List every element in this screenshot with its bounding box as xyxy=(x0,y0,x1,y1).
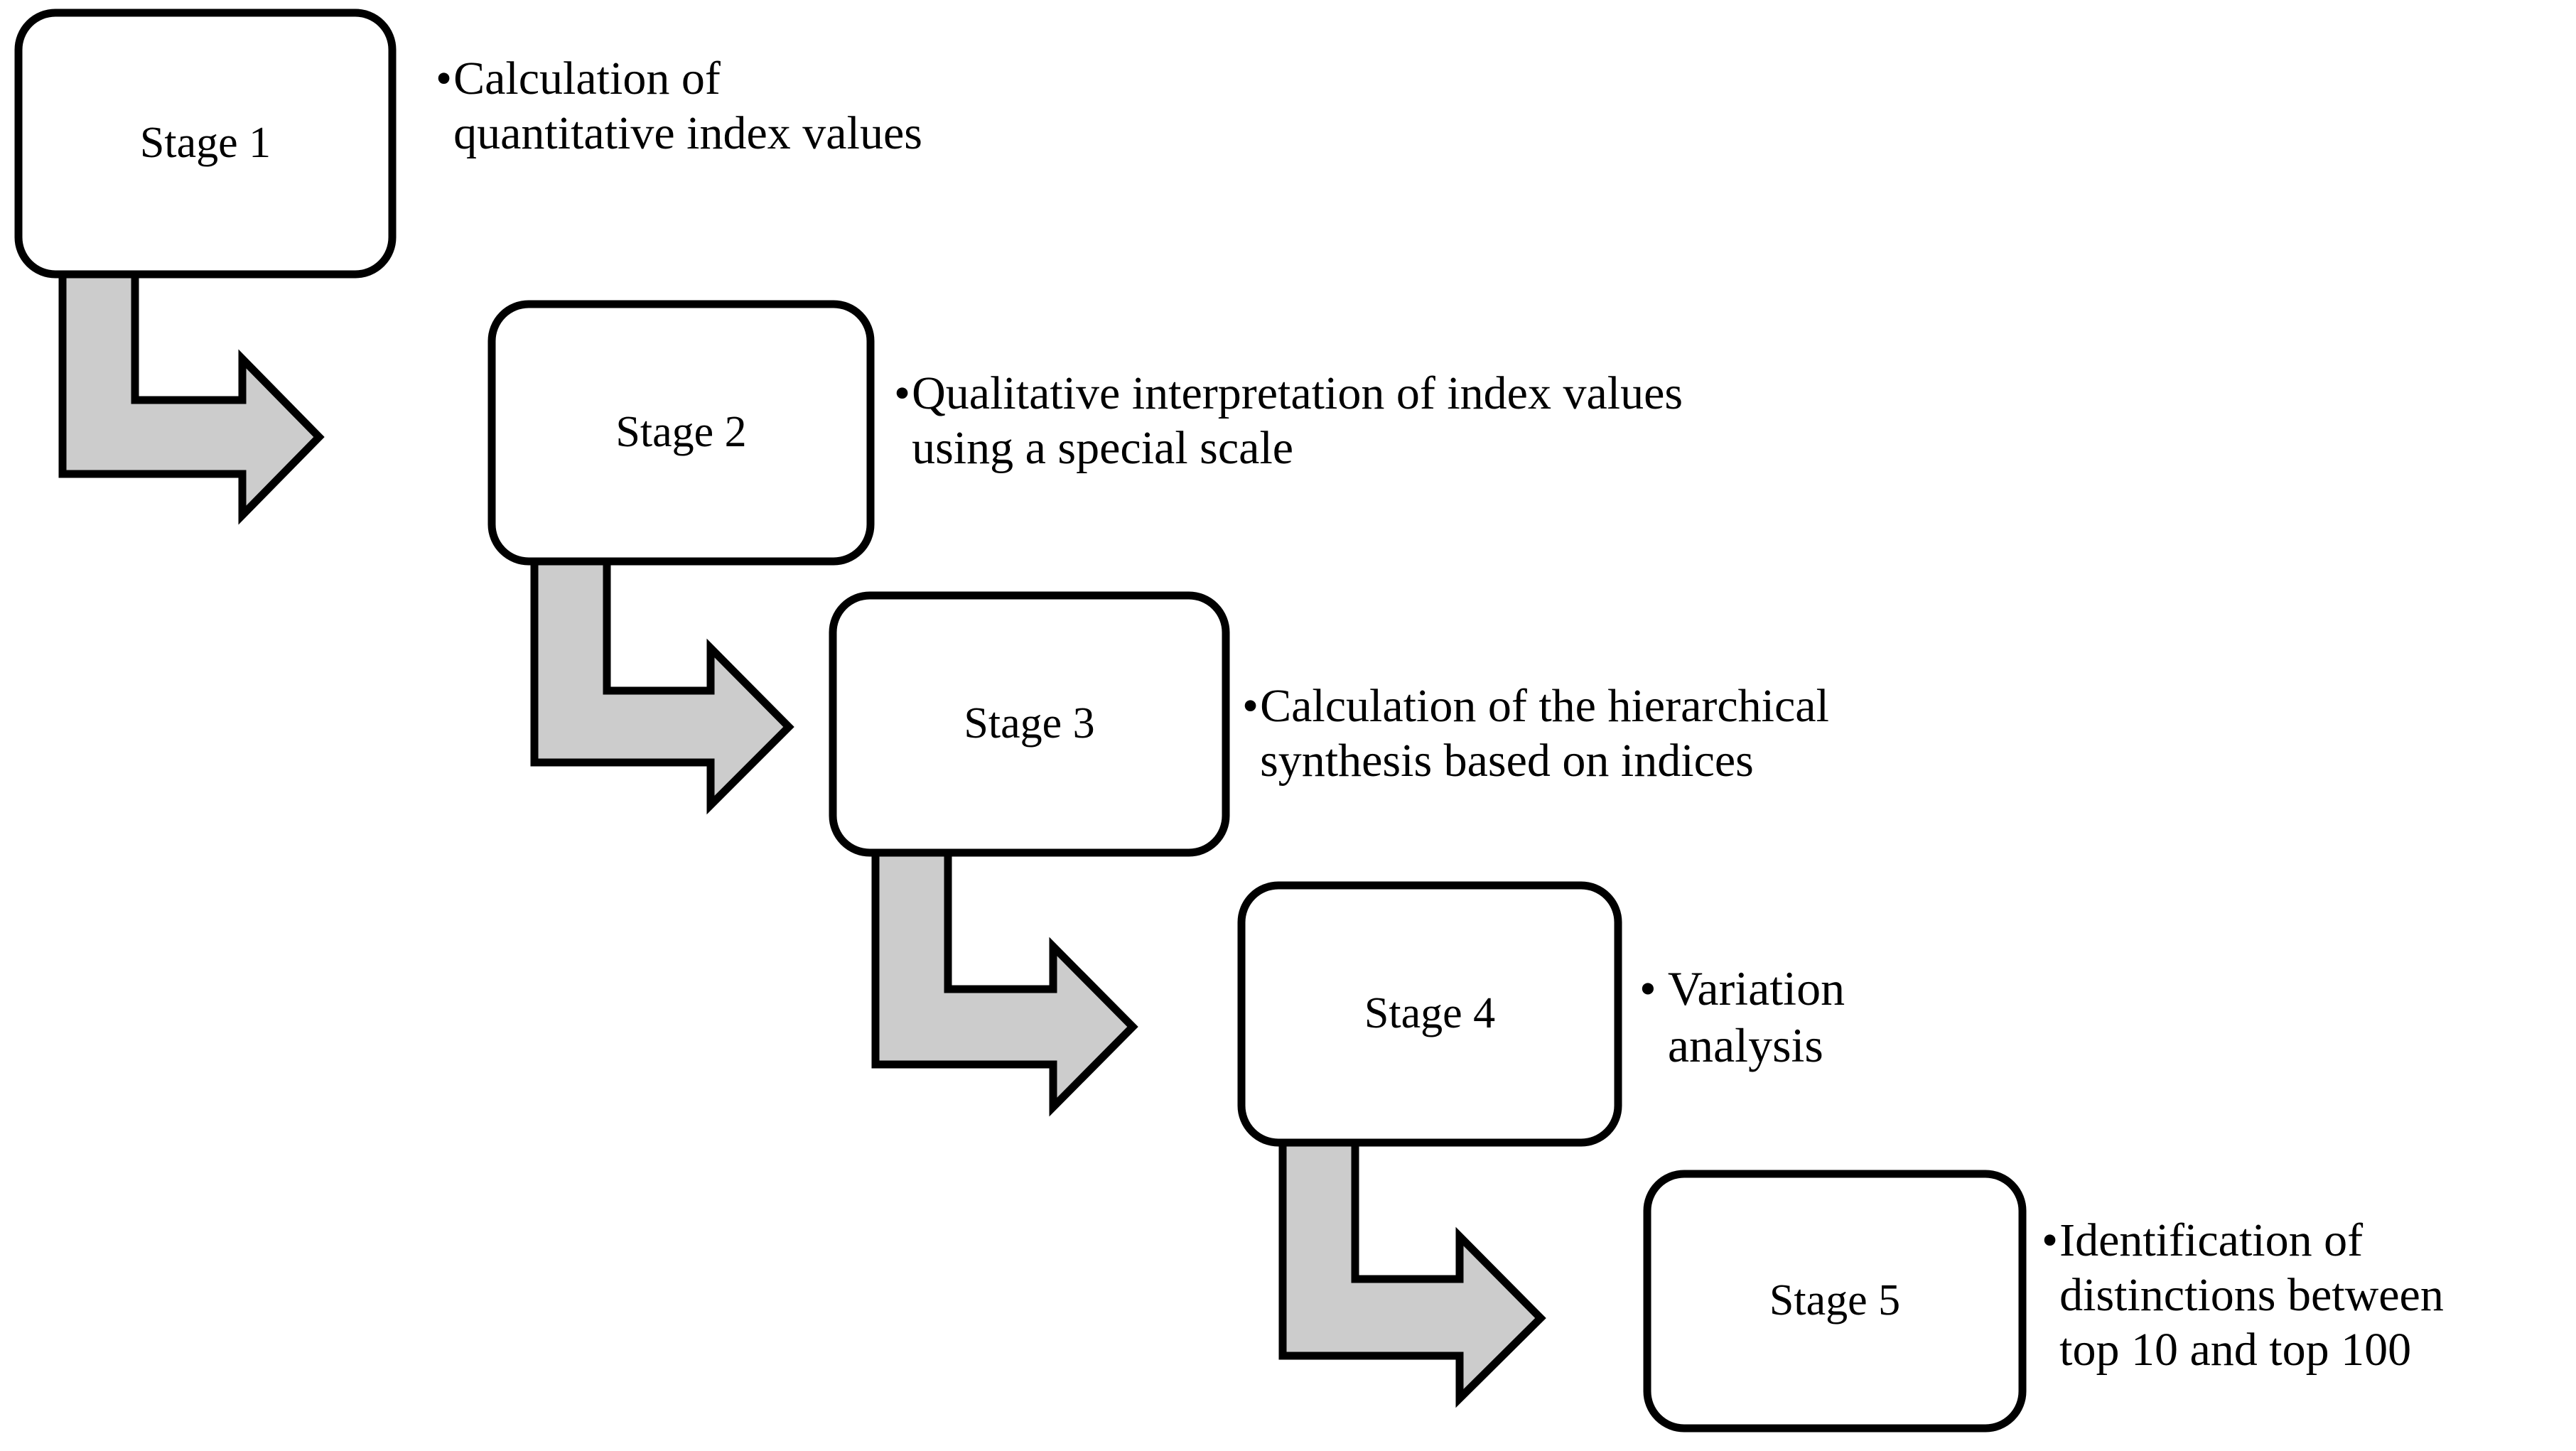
stage-label-3: Stage 3 xyxy=(833,595,1226,853)
bullet-icon: • xyxy=(1639,961,1656,1015)
stage-label-4: Stage 4 xyxy=(1241,885,1618,1143)
stage-box-1[interactable] xyxy=(14,9,397,279)
bullet-icon: • xyxy=(436,53,453,104)
stage-box-3[interactable] xyxy=(829,591,1230,857)
stage-bullet-3-text: Calculation of the hierarchical synthesi… xyxy=(1260,680,1829,787)
stage-label-3-text: Stage 3 xyxy=(964,699,1095,748)
stage-bullet-1: • Calculation of quantitative index valu… xyxy=(436,51,1075,161)
stage-bullet-5: • Identification of distinctions between… xyxy=(2042,1213,2567,1378)
stage-bullet-5-text: Identification of distinctions between t… xyxy=(2059,1214,2444,1376)
bullet-icon: • xyxy=(2042,1214,2059,1266)
stage-bullet-4-text: Variation analysis xyxy=(1667,961,1845,1072)
stage-label-1: Stage 1 xyxy=(18,13,392,274)
stage-box-2[interactable] xyxy=(487,300,875,566)
stage-label-5-text: Stage 5 xyxy=(1769,1276,1901,1325)
stage-bullet-1-text: Calculation of quantitative index values xyxy=(453,53,922,160)
stage-label-4-text: Stage 4 xyxy=(1364,989,1496,1038)
arrow-3-to-4 xyxy=(871,848,1138,1117)
bullet-icon: • xyxy=(894,367,911,419)
stage-label-1-text: Stage 1 xyxy=(139,119,271,168)
arrow-2-to-3 xyxy=(530,557,794,815)
arrow-1-to-2 xyxy=(58,270,325,525)
arrow-4-to-5 xyxy=(1278,1138,1546,1408)
bullet-icon: • xyxy=(1242,680,1259,732)
stage-label-2-text: Stage 2 xyxy=(615,408,747,457)
stage-bullet-3: • Calculation of the hierarchical synthe… xyxy=(1242,679,2130,788)
stage-box-5[interactable] xyxy=(1643,1170,2027,1433)
stage-box-4[interactable] xyxy=(1237,881,1622,1147)
stage-bullet-4: • Variation analysis xyxy=(1639,961,2080,1074)
stage-bullet-2: • Qualitative interpretation of index va… xyxy=(894,366,2003,475)
stage-label-2: Stage 2 xyxy=(492,304,871,561)
stage-bullet-2-text: Qualitative interpretation of index valu… xyxy=(912,367,1683,475)
stage-label-5: Stage 5 xyxy=(1647,1174,2022,1428)
